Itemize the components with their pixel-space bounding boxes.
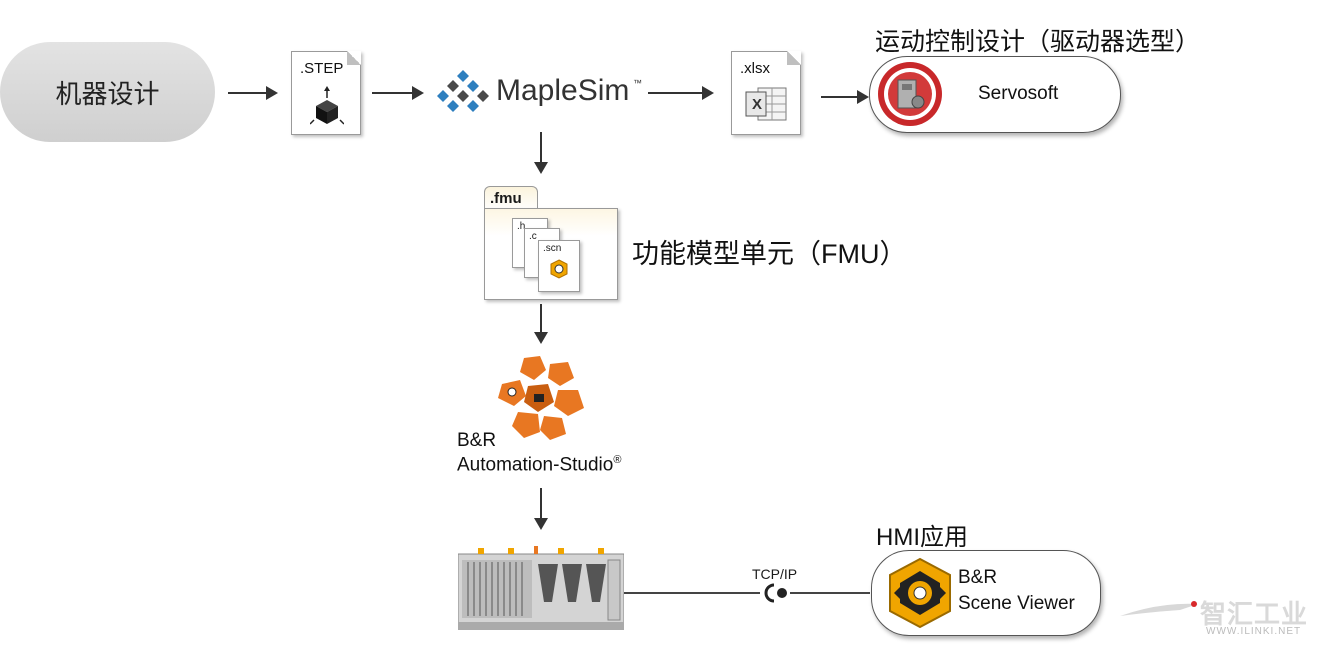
c-file-label: .c (529, 231, 537, 242)
scene-viewer-name: Scene Viewer (958, 593, 1075, 614)
automation-studio-title: Automation-Studio (457, 454, 614, 476)
scn-file-label: .scn (543, 243, 562, 254)
motion-control-title: 运动控制设计（驱动器选型） (875, 28, 1201, 56)
fmu-folder-label: .fmu (490, 190, 522, 207)
folder-tab (484, 186, 538, 211)
automation-studio-name: Automation-Studio® (457, 454, 621, 476)
excel-letter: X (752, 96, 763, 113)
maplesim-diamonds-icon (437, 70, 489, 112)
xlsx-file-icon: .xlsx X (731, 51, 801, 135)
maplesim-name: MapleSim (496, 74, 630, 107)
arrow-to-step (228, 86, 278, 100)
scene-viewer-node: B&R Scene Viewer (871, 550, 1101, 636)
excel-icon (745, 87, 787, 121)
watermark-logo: 智汇工业 WWW.ILINKI.NET (1120, 594, 1332, 640)
scn-file-icon: .scn (538, 240, 580, 292)
servosoft-seal-icon (878, 62, 942, 126)
automation-studio-brand: B&R (457, 430, 497, 451)
network-line-right (790, 592, 870, 594)
arrow-to-plc (534, 488, 548, 530)
3d-cube-icon (310, 86, 344, 125)
fmu-caption: 功能模型单元（FMU） (632, 239, 907, 269)
servosoft-name: Servosoft (978, 83, 1059, 104)
maplesim-logo: MapleSim ™ (436, 68, 642, 118)
arrow-to-xlsx (648, 86, 714, 100)
maplesim-trademark: ™ (633, 78, 642, 88)
step-file-icon: .STEP (291, 51, 361, 135)
page-fold (787, 51, 801, 65)
automation-studio-logo-icon (498, 356, 584, 440)
tcpip-label: TCP/IP (752, 566, 798, 582)
scene-viewer-small-icon (550, 259, 568, 279)
socket-connector-icon (764, 583, 787, 603)
step-file-label: .STEP (300, 60, 344, 77)
h-file-label: .h (517, 221, 526, 232)
xlsx-file-label: .xlsx (740, 60, 770, 77)
network-line-left (624, 592, 760, 594)
hmi-title: HMI应用 (876, 524, 968, 551)
arrow-to-servosoft (821, 90, 869, 104)
arrow-to-maplesim (372, 86, 424, 100)
watermark-brand: 智汇工业 (1200, 599, 1309, 629)
watermark-swoosh-icon (1120, 601, 1198, 616)
registered-mark: ® (613, 454, 622, 466)
watermark-url: WWW.ILINKI.NET (1206, 626, 1302, 637)
servosoft-node: Servosoft (869, 56, 1121, 133)
scene-viewer-brand: B&R (958, 567, 998, 588)
page-fold (347, 51, 361, 65)
scene-viewer-icon (889, 557, 951, 629)
machine-design-label: 机器设计 (55, 78, 160, 109)
arrow-to-fmu (534, 132, 548, 174)
plc-controller-icon (458, 546, 624, 630)
fmu-folder-icon: .fmu .h .c .scn (484, 186, 618, 300)
arrow-to-automation-studio (534, 304, 548, 344)
machine-design-node: 机器设计 (0, 42, 215, 142)
